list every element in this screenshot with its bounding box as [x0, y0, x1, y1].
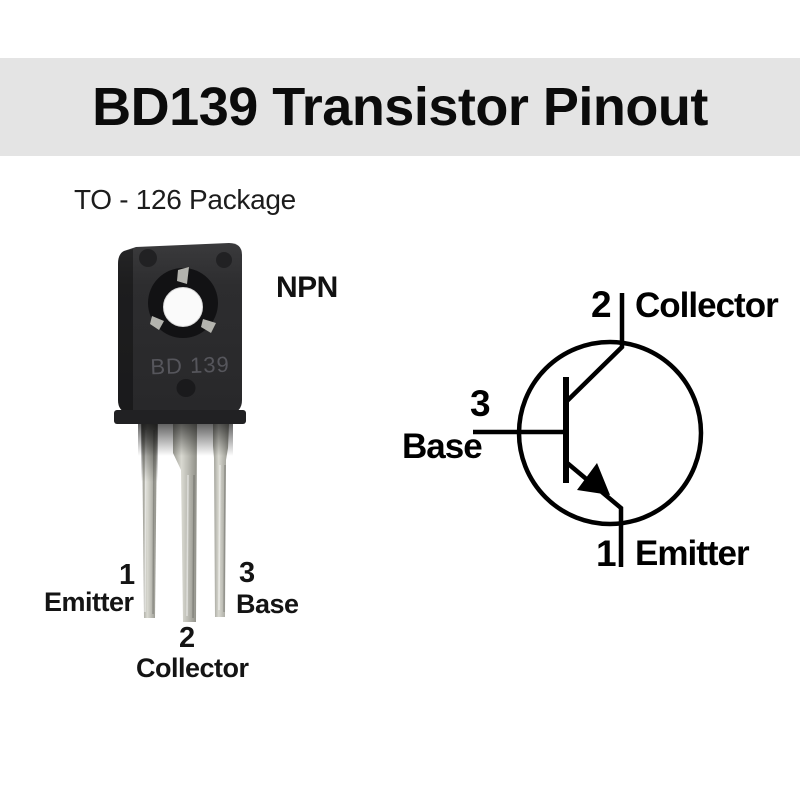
lead-shade: [223, 464, 226, 613]
package-caption: TO - 126 Package: [74, 184, 296, 215]
pin2-number: 2: [179, 622, 196, 654]
pin3-number: 3: [239, 557, 256, 589]
mold-mark-right: [216, 252, 232, 268]
emitter-lead-line: [564, 460, 624, 567]
collector-lead-line: [564, 293, 625, 404]
mounting-hole: [163, 287, 203, 327]
pin2-name: Collector: [136, 653, 249, 683]
lead-shadow-left: [141, 424, 158, 482]
emitter-arrow: [577, 463, 610, 495]
body-marking: BD 139: [150, 352, 230, 380]
transistor-symbol: [473, 293, 704, 567]
schematic-collector-name: Collector: [635, 286, 779, 325]
lead-3-base: [213, 424, 229, 617]
pin1-name: Emitter: [44, 587, 134, 617]
metal-tab-left: [150, 316, 164, 330]
lead-shade: [192, 474, 195, 619]
mold-mark-left: [139, 249, 157, 267]
lead-highlight: [186, 474, 189, 617]
metal-tab-top: [177, 267, 189, 284]
schematic-collector-number: 2: [591, 284, 612, 325]
package-side-face: [118, 249, 133, 413]
page-title: BD139 Transistor Pinout: [92, 77, 708, 137]
lead-highlight: [218, 464, 221, 611]
header-band: BD139 Transistor Pinout: [0, 58, 800, 156]
schematic-emitter-name: Emitter: [635, 534, 750, 573]
pin3-name: Base: [236, 589, 299, 619]
lead-2-collector: [173, 424, 197, 622]
pin1-number: 1: [119, 559, 136, 591]
package-photo: BD 139: [114, 243, 246, 622]
schematic-emitter-number: 1: [596, 533, 617, 574]
schematic-base-number: 3: [470, 383, 491, 424]
transistor-type-label: NPN: [276, 271, 338, 304]
package-bottom-edge: [114, 410, 246, 424]
schematic-base-name: Base: [402, 427, 483, 466]
mold-dimple: [176, 379, 196, 397]
metal-tab-right: [201, 319, 216, 333]
